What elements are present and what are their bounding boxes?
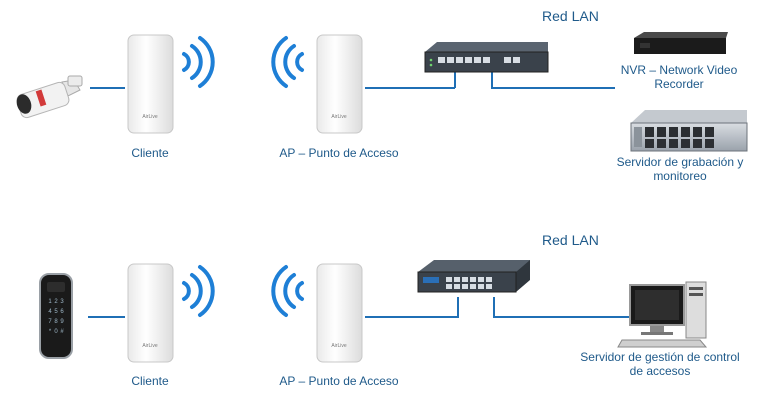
svg-text:1: 1 [48, 299, 52, 305]
access-server-label: Servidor de gestión de control de acceso… [580, 350, 740, 378]
svg-text:AirLive: AirLive [142, 114, 158, 120]
svg-text:7: 7 [48, 319, 52, 325]
svg-text:AirLive: AirLive [142, 343, 158, 349]
bullet-camera-icon [16, 75, 83, 119]
nvr-label: NVR – Network Video Recorder [620, 63, 738, 91]
svg-text:4: 4 [48, 309, 52, 315]
network-title: Red LAN [542, 232, 599, 248]
svg-text:*: * [49, 329, 52, 335]
svg-text:3: 3 [60, 299, 64, 305]
switch-to-server-link [493, 297, 630, 318]
svg-text:#: # [60, 329, 64, 335]
network-switch-icon [417, 260, 530, 293]
rack-server-icon [630, 110, 748, 152]
cpe-antenna-icon: AirLive [316, 34, 363, 134]
client-label: Cliente [131, 374, 169, 388]
svg-text:2: 2 [54, 299, 58, 305]
svg-text:5: 5 [54, 309, 58, 315]
cpe-antenna-icon: AirLive [127, 263, 174, 363]
svg-text:8: 8 [54, 319, 58, 325]
svg-text:6: 6 [60, 309, 64, 315]
ap-label: AP – Punto de Acceso [279, 374, 399, 388]
wifi-signal-icon [271, 265, 304, 317]
network-switch-icon [424, 42, 549, 73]
svg-text:0: 0 [54, 329, 58, 335]
desktop-computer-icon [617, 281, 708, 348]
wifi-signal-icon [182, 36, 215, 88]
cpe-antenna-icon: AirLive [127, 34, 174, 134]
ap-to-switch-link [365, 297, 459, 318]
row2-links [88, 297, 630, 318]
cpe-antenna-icon: AirLive [316, 263, 363, 363]
svg-text:AirLive: AirLive [331, 343, 347, 349]
ap-label: AP – Punto de Acceso [279, 146, 399, 160]
row1-links [90, 70, 615, 89]
svg-text:9: 9 [60, 319, 64, 325]
wifi-signal-icon [271, 36, 304, 88]
client-label: Cliente [131, 146, 169, 160]
nvr-recorder-icon [634, 32, 728, 54]
server-label: Servidor de grabación y monitoreo [616, 155, 744, 183]
wifi-signal-icon [182, 265, 215, 317]
svg-text:AirLive: AirLive [331, 114, 347, 120]
network-title: Red LAN [542, 8, 599, 24]
switch-to-servers-link [491, 70, 615, 89]
